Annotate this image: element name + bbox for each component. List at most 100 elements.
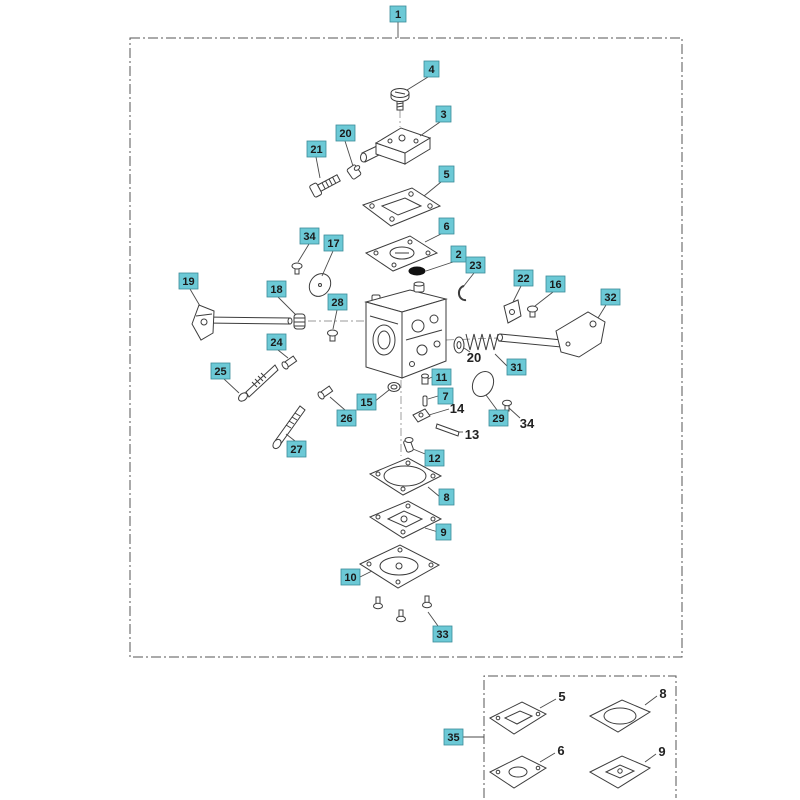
callout-23[interactable]: 23 [465, 256, 486, 274]
o-ring [408, 266, 426, 276]
callout-kit-35[interactable]: 35 [443, 728, 464, 746]
fitting-end [353, 165, 361, 171]
callout-box[interactable] [389, 5, 407, 23]
callout-26[interactable]: 26 [336, 409, 357, 427]
callout-2[interactable]: 2 [450, 245, 467, 263]
leader-line-31 [494, 353, 508, 367]
callout-box[interactable] [435, 523, 452, 541]
callout-box[interactable] [506, 358, 527, 376]
callout-11[interactable]: 11 [431, 368, 452, 386]
callout-28[interactable]: 28 [327, 293, 348, 311]
part-18-detent [293, 313, 306, 330]
callout-box[interactable] [438, 217, 455, 235]
leader-line-21 [315, 156, 321, 179]
part-20-washer [453, 336, 465, 354]
leader-line-6 [424, 233, 442, 243]
leader-line-8 [427, 486, 441, 498]
callout-6[interactable]: 6 [438, 217, 455, 235]
screw-head [404, 437, 414, 443]
thread-line [396, 105, 404, 108]
callout-5[interactable]: 5 [438, 165, 455, 183]
diaphragm-hole [425, 250, 431, 256]
callout-box[interactable] [335, 124, 356, 142]
callout-29[interactable]: 29 [488, 409, 509, 427]
callout-18[interactable]: 18 [266, 280, 287, 298]
callout-assembly-1[interactable]: 1 [389, 5, 407, 23]
callout-box[interactable] [286, 440, 307, 458]
callout-box[interactable] [432, 625, 453, 643]
diaphragm-center [508, 766, 528, 778]
diaphragm-hole [375, 514, 381, 520]
callout-box[interactable] [266, 280, 287, 298]
callout-box[interactable] [443, 728, 464, 746]
callout-12[interactable]: 12 [424, 449, 445, 467]
callout-box[interactable] [513, 269, 534, 287]
diaphragm-hole [430, 516, 436, 522]
leader-line-11 [427, 376, 433, 380]
lever-pivot [418, 412, 424, 418]
callout-19[interactable]: 19 [178, 272, 199, 290]
callout-box[interactable] [299, 227, 320, 245]
callout-32[interactable]: 32 [600, 288, 621, 306]
callout-box[interactable] [488, 409, 509, 427]
callout-box[interactable] [600, 288, 621, 306]
callout-24[interactable]: 24 [266, 333, 287, 351]
callout-box[interactable] [210, 362, 231, 380]
cover-hole [413, 138, 419, 144]
callout-3[interactable]: 3 [435, 105, 452, 123]
leader-line-23 [462, 272, 475, 288]
callout-25[interactable]: 25 [210, 362, 231, 380]
callout-box[interactable] [323, 234, 344, 252]
part-24-screw [281, 355, 298, 370]
screw-threads [285, 412, 301, 429]
body-edge [405, 329, 443, 341]
callout-box[interactable] [336, 409, 357, 427]
callout-9[interactable]: 9 [435, 523, 452, 541]
callout-31[interactable]: 31 [506, 358, 527, 376]
callout-box[interactable] [435, 105, 452, 123]
callout-10[interactable]: 10 [340, 568, 361, 586]
gasket-hole [369, 203, 375, 209]
callout-16[interactable]: 16 [545, 275, 566, 293]
callout-22[interactable]: 22 [513, 269, 534, 287]
part-9-diaphragm [368, 500, 443, 539]
part-27-adjust-screw [272, 405, 306, 450]
leader-line-16 [534, 291, 554, 307]
callout-box[interactable] [306, 140, 327, 158]
callout-17[interactable]: 17 [323, 234, 344, 252]
gasket-cutout [380, 197, 423, 216]
callout-box[interactable] [424, 449, 445, 467]
callout-label: 15 [360, 397, 372, 409]
callout-8[interactable]: 8 [438, 488, 455, 506]
callout-box[interactable] [340, 568, 361, 586]
callout-box[interactable] [356, 393, 377, 411]
callout-box[interactable] [438, 165, 455, 183]
callout-33[interactable]: 33 [432, 625, 453, 643]
callout-27[interactable]: 27 [286, 440, 307, 458]
ring-inner [390, 384, 398, 390]
callout-label: 4 [428, 64, 435, 76]
callout-box[interactable] [450, 245, 467, 263]
plain-callout-20: 20 [467, 350, 481, 365]
callout-box[interactable] [266, 333, 287, 351]
callout-34[interactable]: 34 [299, 227, 320, 245]
callout-box[interactable] [431, 368, 452, 386]
callout-box[interactable] [423, 60, 440, 78]
callout-21[interactable]: 21 [306, 140, 327, 158]
callout-4[interactable]: 4 [423, 60, 440, 78]
screw-head [291, 262, 303, 270]
callout-box[interactable] [438, 488, 455, 506]
cover-hole [366, 561, 372, 567]
callout-box[interactable] [465, 256, 486, 274]
callout-20[interactable]: 20 [335, 124, 356, 142]
callout-15[interactable]: 15 [356, 393, 377, 411]
screw-head [527, 305, 538, 313]
callout-box[interactable] [178, 272, 199, 290]
callout-box[interactable] [327, 293, 348, 311]
callout-7[interactable]: 7 [437, 387, 454, 405]
callout-label: 35 [447, 732, 459, 744]
leader-line-19 [189, 288, 201, 307]
washer-hole [456, 341, 462, 349]
callout-box[interactable] [437, 387, 454, 405]
callout-box[interactable] [545, 275, 566, 293]
